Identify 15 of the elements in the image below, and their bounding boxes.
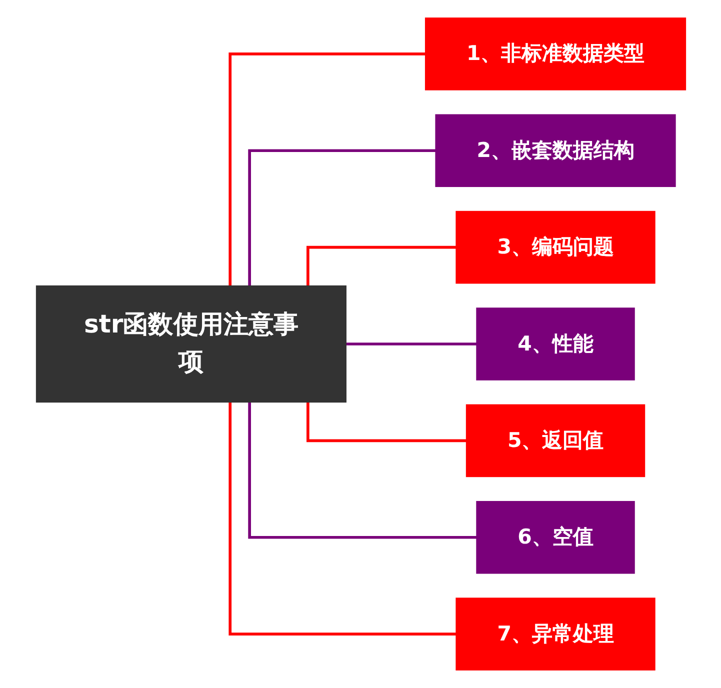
- node-box: 3、编码问题: [455, 210, 655, 284]
- connector: [228, 402, 456, 636]
- connector: [306, 246, 456, 286]
- connector: [306, 402, 466, 442]
- node-box: 6、空值: [476, 500, 634, 574]
- node-box: 5、返回值: [465, 404, 645, 478]
- connector: [248, 149, 436, 286]
- connector: [344, 342, 476, 346]
- connector: [228, 52, 426, 286]
- node-box: 1、非标准数据类型: [424, 18, 686, 90]
- node-box: str函数使用注意事项: [35, 285, 346, 403]
- node-box: 4、性能: [476, 308, 634, 380]
- node-box: 2、嵌套数据结构: [434, 114, 676, 188]
- node-box: 7、异常处理: [455, 598, 655, 670]
- connector: [248, 402, 476, 539]
